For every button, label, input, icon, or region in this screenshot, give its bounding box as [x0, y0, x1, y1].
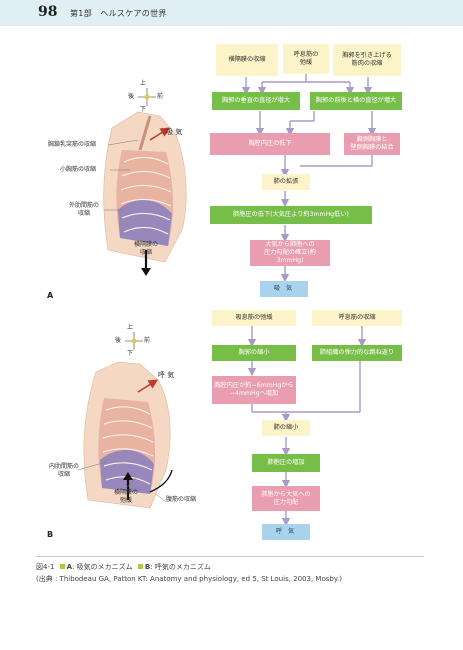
flow-a-pleural-pressure-drop: 胸腔内圧の低下	[210, 133, 330, 155]
label-ext-intercostal: 外肋間筋の 収縮	[68, 202, 99, 217]
label-expiration: 呼 気	[158, 371, 175, 379]
panel-letter-b: B	[47, 530, 54, 539]
compass-up-b: 上	[127, 324, 134, 331]
flow-b-pleural-pressure: 胸腔内圧が約−6mmHgから −4mmHgへ増加	[212, 376, 296, 404]
flow-a-vertical-diameter: 胸郭の垂直の直径が増大	[212, 92, 300, 110]
flow-b-lung-shrink: 肺の縮小	[262, 420, 310, 436]
flow-arrows-b	[247, 326, 367, 527]
compass-down-a: 下	[140, 106, 147, 113]
label-minor-pec: 小胸筋の収縮	[60, 166, 97, 173]
figure-number: 図4-1	[36, 563, 55, 571]
label-inspiration: 吸 気	[166, 128, 183, 136]
compass-back-a: 後	[128, 93, 135, 100]
orientation-compass-icon	[138, 88, 156, 106]
flow-b-result-expiration: 呼 気	[262, 524, 310, 540]
label-abdominal: 腹筋の収縮	[166, 496, 197, 503]
compass-up-a: 上	[140, 80, 147, 87]
caption-b-text: : 呼気のメカニズム	[150, 563, 211, 571]
label-scm: 胸鎖乳突筋の収縮	[48, 141, 97, 148]
caption-rule	[36, 556, 424, 557]
page-number: 98	[38, 4, 58, 20]
page-header: 98 第1部 ヘルスケアの世界	[0, 0, 463, 26]
flow-arrows-a	[241, 74, 377, 283]
compass-front-a: 前	[157, 93, 164, 100]
label-int-intercostal: 内肋間筋の 収縮	[48, 463, 79, 478]
flow-a-expiratory-relax: 呼息筋の 弛緩	[283, 44, 329, 74]
compass-down-b: 下	[127, 350, 134, 357]
flow-b-elastic-recoil: 肺組織の弾力的な跳ね返り	[312, 345, 402, 361]
chapter-title: 第1部 ヘルスケアの世界	[70, 9, 167, 18]
flow-b-alveolar-increase: 肺胞圧の増加	[252, 454, 320, 472]
legend-square-icon	[59, 564, 65, 569]
caption-a-text: : 吸気のメカニズム	[72, 563, 133, 571]
torso-inspiration-illustration	[103, 111, 187, 276]
flow-a-result-inspiration: 吸 気	[260, 281, 308, 297]
compass-front-b: 前	[144, 337, 151, 344]
label-diaphragm-relax: 横隔膜の 弛緩	[113, 489, 138, 504]
figure-caption: 図4-1 A: 吸気のメカニズム B: 呼気のメカニズム	[36, 562, 211, 572]
compass-back-b: 後	[115, 337, 122, 344]
caption-b-key: B	[144, 563, 151, 571]
flow-b-inspiratory-relax: 吸息筋の弛緩	[212, 310, 296, 326]
label-diaphragm: 横隔膜の 収縮	[133, 241, 158, 256]
flow-b-expiratory-contract: 呼息筋の収縮	[312, 310, 402, 326]
caption-a-key: A	[66, 563, 73, 571]
flow-a-gradient: 大気から肺胞への 圧力勾配の確立(約3mmHg)	[250, 240, 330, 266]
torso-expiration-illustration	[83, 361, 173, 509]
flow-a-diaphragm-contract: 横隔膜の収縮	[216, 44, 278, 76]
legend-square-icon-b	[137, 564, 143, 569]
flow-a-pleura-coupling: 臓側胸膜と 壁側胸膜の結合	[344, 133, 400, 155]
flow-a-alveolar-pressure: 肺胞圧の低下(大気圧より約3mmHg低い)	[210, 206, 372, 224]
flow-a-ap-lateral-diameter: 胸郭の前後と横の直径が増大	[310, 92, 402, 110]
panel-letter-a: A	[47, 291, 54, 300]
caption-source: (出典 : Thibodeau GA, Patton KT: Anatomy a…	[36, 575, 342, 583]
flow-b-thorax-shrink: 胸郭の縮小	[212, 345, 296, 361]
flow-b-gradient: 肺胞から大気への 圧力勾配	[252, 486, 320, 511]
flow-a-lung-expansion: 肺の拡張	[262, 174, 310, 190]
flow-a-lift-muscles: 胸郭を引き上げる 筋肉の収縮	[333, 44, 401, 76]
orientation-compass-icon-b	[125, 332, 143, 350]
